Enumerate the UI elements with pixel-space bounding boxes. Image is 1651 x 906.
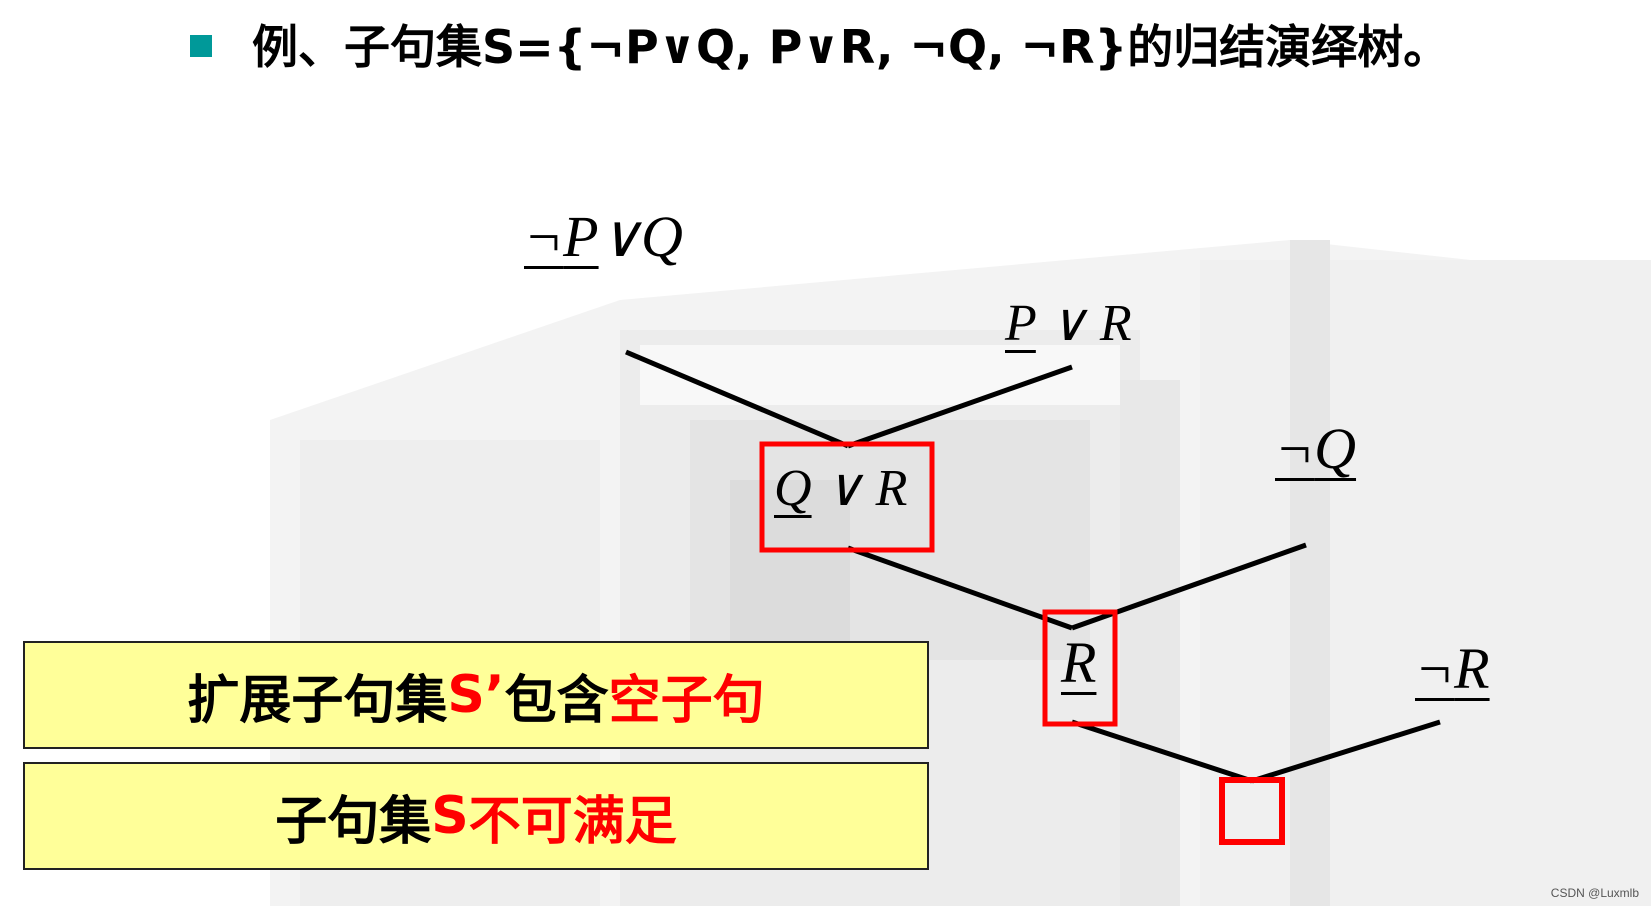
- clause-rest: ∨ R: [811, 460, 908, 517]
- clause-rest: ∨Q: [598, 204, 683, 269]
- edge-r1-r2: [847, 545, 1073, 631]
- box-text-part4: 空子句: [608, 670, 765, 731]
- clause-literal: P: [563, 204, 599, 269]
- page-title: 例、子句集S={¬P∨Q, P∨R, ¬Q, ¬R}的归结演绎树。: [252, 20, 1450, 74]
- box-text-part3: 不可满足: [468, 791, 677, 852]
- resolvent-r: R: [1061, 634, 1096, 692]
- edge-r2-empty: [1071, 719, 1253, 784]
- title-row: 例、子句集S={¬P∨Q, P∨R, ¬Q, ¬R}的归结演绎树。: [190, 8, 1449, 80]
- clause-literal: R: [1454, 636, 1490, 701]
- clause-literal: P: [1005, 295, 1036, 352]
- watermark: CSDN @Luxmlb: [1550, 886, 1639, 900]
- clause-p-or-r: P ∨ R: [1005, 298, 1132, 350]
- clause-not-r: ¬R: [1415, 640, 1490, 698]
- box-text-part2: S: [431, 786, 469, 846]
- clause-neg: ¬: [524, 204, 564, 269]
- clause-neg: ¬: [1415, 636, 1455, 701]
- edge-c1-r1: [625, 349, 849, 449]
- box-text-part3: 包含: [504, 670, 609, 731]
- highlight-box-r2: [1042, 609, 1118, 727]
- clause-neg: ¬: [1275, 416, 1315, 481]
- edge-c4-empty: [1251, 719, 1441, 784]
- edge-c3-r2: [1071, 542, 1307, 631]
- clause-not-p-or-q: ¬P∨Q: [524, 208, 683, 266]
- empty-clause-square: [1219, 777, 1285, 845]
- resolvent-q-or-r: Q ∨ R: [774, 463, 907, 515]
- highlight-box-r1: [759, 441, 935, 553]
- clause-not-q: ¬Q: [1275, 420, 1356, 478]
- clause-literal: Q: [1314, 416, 1357, 481]
- bullet-square-icon: [190, 35, 212, 57]
- edge-c2-r1: [847, 364, 1073, 449]
- clause-literal: R: [1061, 630, 1097, 695]
- box-text-part2: S’: [447, 665, 505, 725]
- clause-rest: ∨ R: [1035, 295, 1132, 352]
- box-text-part1: 扩展子句集: [187, 670, 448, 731]
- clause-literal: Q: [774, 460, 812, 517]
- box-text-part1: 子句集: [275, 791, 432, 852]
